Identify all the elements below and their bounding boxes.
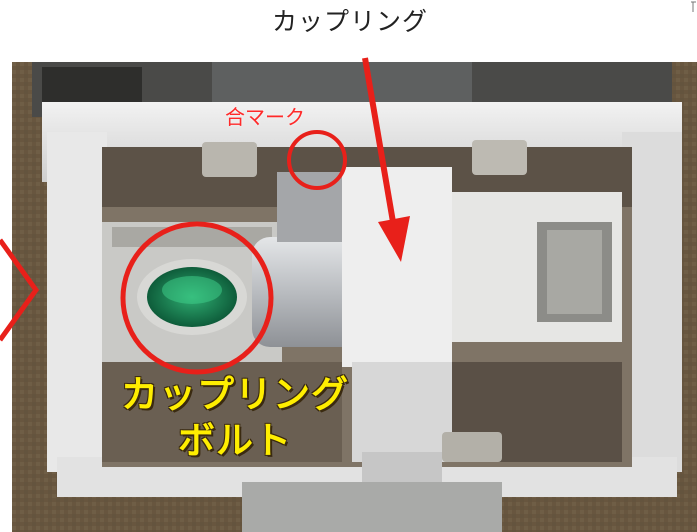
coupling-bolt-circle: [120, 221, 274, 375]
alignment-mark-circle: [287, 130, 347, 190]
coupling-arrow-head: [378, 216, 410, 262]
coupling-arrow-shaft: [362, 57, 396, 223]
alignment-mark-label: 合マーク: [225, 105, 305, 129]
coupling-bolt-label-line2: ボルト: [178, 419, 292, 462]
coupling-callout-label: カップリング: [271, 7, 428, 36]
coupling-bolt-label-line1: カップリング: [121, 373, 349, 416]
left-edge-chevron: [0, 238, 40, 342]
corner-fragment: [691, 1, 696, 12]
equipment-photo: [12, 62, 697, 532]
coupling-bolt-label: カップリング ボルト: [100, 372, 370, 468]
